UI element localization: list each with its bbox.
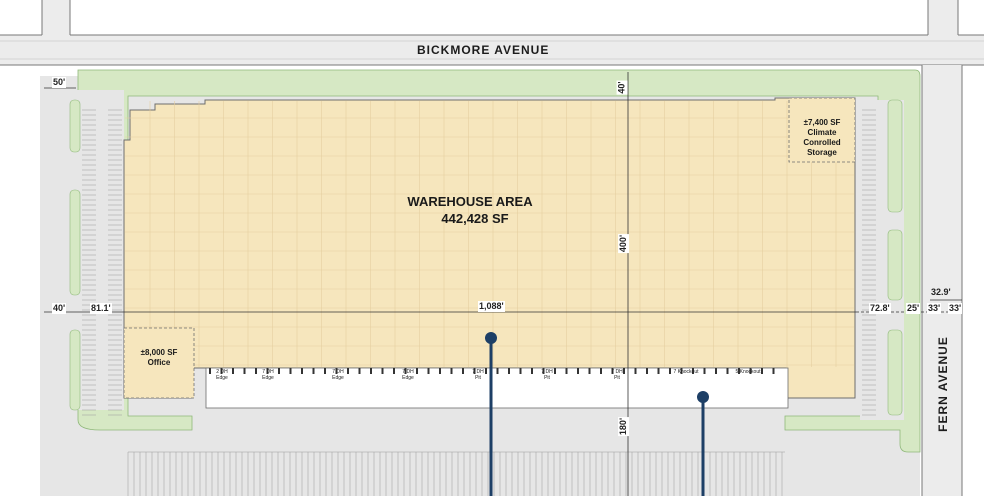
dim-west-81: 81.1' <box>90 303 112 314</box>
landscape-area <box>77 69 921 453</box>
dock-door-count: 5 Knockout <box>735 369 761 375</box>
office-area <box>123 327 195 399</box>
dim-building-depth: 400' <box>618 233 630 254</box>
dock-door-type: Edge <box>216 375 228 381</box>
dim-north-depth: 40' <box>616 80 628 95</box>
dock-door-count: 7 DH <box>611 369 623 375</box>
dim-west-40: 40' <box>52 303 67 314</box>
dim-east-329: 32.9' <box>931 287 951 297</box>
dock-door-count: 2 DH <box>216 369 228 375</box>
warehouse-area-sf: 442,428 SF <box>441 211 509 226</box>
storage-line2: Conrolled <box>803 138 841 147</box>
dock-door-label: 5 Knockout <box>726 369 770 375</box>
dock-door-count: 7 DH <box>262 369 274 375</box>
dock-door-type: Pit <box>475 375 481 381</box>
storage-line1: Climate <box>807 128 837 137</box>
dim-east-25: 25' <box>906 303 921 314</box>
dim-east-33b: 33' <box>948 303 963 314</box>
dock-door-type: Edge <box>402 375 414 381</box>
street-label-east: FERN AVENUE <box>936 336 950 432</box>
dock-door-count: 7 DH <box>402 369 414 375</box>
storage-sf: ±7,400 SF <box>803 118 841 127</box>
marker-right <box>697 391 709 403</box>
dock-door-type: Edge <box>332 375 344 381</box>
storage-area <box>788 97 856 163</box>
dim-east-72: 72.8' <box>869 303 891 314</box>
fern-avenue-road <box>922 65 962 496</box>
warehouse-title: WAREHOUSE AREA <box>407 194 533 209</box>
marker-left <box>485 332 497 344</box>
trailer-stalls <box>127 451 785 496</box>
dock-door-type: Pit <box>614 375 620 381</box>
dim-east-33a: 33' <box>927 303 942 314</box>
dock-door-type: Edge <box>262 375 274 381</box>
dock-door-count: 7 DH <box>472 369 484 375</box>
office-label: Office <box>147 358 171 367</box>
dock-door-count: 7 DH <box>541 369 553 375</box>
dim-truck-court: 180' <box>618 416 630 437</box>
dock-apron <box>205 367 789 409</box>
dim-top-setback: 50' <box>52 77 67 88</box>
bickmore-avenue-road <box>0 35 984 65</box>
dock-door-count: 7 DH <box>332 369 344 375</box>
street-label-north: BICKMORE AVENUE <box>417 43 550 57</box>
dock-door-label: 7 Knockout <box>664 369 708 375</box>
dock-door-type: Pit <box>544 375 550 381</box>
dim-building-length: 1,088' <box>478 301 505 312</box>
storage-line3: Storage <box>807 148 837 157</box>
office-sf: ±8,000 SF <box>140 348 178 357</box>
dock-door-count: 7 Knockout <box>673 369 699 375</box>
dock-door-ticks <box>209 368 775 374</box>
